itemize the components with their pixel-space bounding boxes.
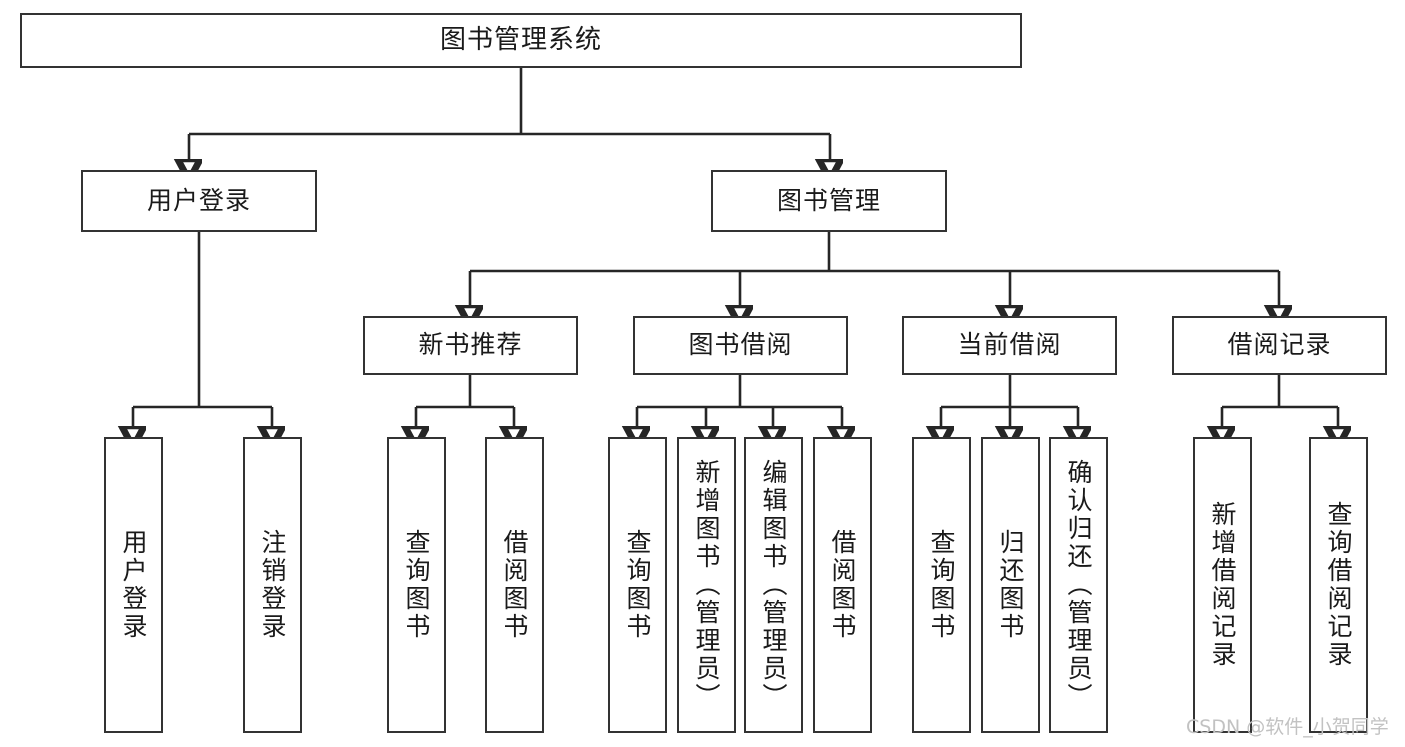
node-label: 查询图书 [927, 529, 956, 641]
node-label: 新书推荐 [418, 330, 523, 360]
node-label: 查询借阅记录 [1324, 501, 1353, 669]
leaf-user-login[interactable]: 用户登录 [104, 437, 163, 733]
leaf-add-book-admin[interactable]: 新增图书（管理员） [677, 437, 736, 733]
leaf-add-borrow-record[interactable]: 新增借阅记录 [1193, 437, 1252, 733]
leaf-borrow-book-recommend[interactable]: 借阅图书 [485, 437, 544, 733]
leaf-query-book-borrow[interactable]: 查询图书 [608, 437, 667, 733]
node-borrow-record[interactable]: 借阅记录 [1172, 316, 1387, 375]
node-label: 用户登录 [119, 529, 148, 641]
node-label: 编辑图书（管理员） [759, 459, 788, 711]
node-label: 注销登录 [258, 529, 287, 641]
node-label: 借阅图书 [828, 529, 857, 641]
leaf-query-book-current[interactable]: 查询图书 [912, 437, 971, 733]
node-new-book-recommend[interactable]: 新书推荐 [363, 316, 578, 375]
node-user-login[interactable]: 用户登录 [81, 170, 317, 232]
node-label: 新增图书（管理员） [692, 459, 721, 711]
node-book-management[interactable]: 图书管理 [711, 170, 947, 232]
node-label: 当前借阅 [957, 330, 1062, 360]
node-current-borrow[interactable]: 当前借阅 [902, 316, 1117, 375]
node-label: 查询图书 [623, 529, 652, 641]
leaf-edit-book-admin[interactable]: 编辑图书（管理员） [744, 437, 803, 733]
node-label: 图书管理 [776, 185, 881, 215]
node-label: 确认归还（管理员） [1064, 459, 1093, 711]
node-label: 图书借阅 [688, 330, 793, 360]
leaf-return-book[interactable]: 归还图书 [981, 437, 1040, 733]
node-label: 借阅图书 [500, 529, 529, 641]
node-label: 查询图书 [402, 529, 431, 641]
node-book-borrow[interactable]: 图书借阅 [633, 316, 848, 375]
leaf-confirm-return-admin[interactable]: 确认归还（管理员） [1049, 437, 1108, 733]
node-label: 新增借阅记录 [1208, 501, 1237, 669]
node-label: 图书管理系统 [439, 24, 602, 55]
node-label: 借阅记录 [1227, 330, 1332, 360]
leaf-query-book-recommend[interactable]: 查询图书 [387, 437, 446, 733]
node-root-book-management-system[interactable]: 图书管理系统 [20, 13, 1022, 68]
leaf-query-borrow-record[interactable]: 查询借阅记录 [1309, 437, 1368, 733]
watermark: CSDN @软件_小贺同学 [1186, 716, 1389, 738]
node-label: 用户登录 [146, 185, 251, 215]
leaf-borrow-book[interactable]: 借阅图书 [813, 437, 872, 733]
leaf-logout[interactable]: 注销登录 [243, 437, 302, 733]
node-label: 归还图书 [996, 529, 1025, 641]
